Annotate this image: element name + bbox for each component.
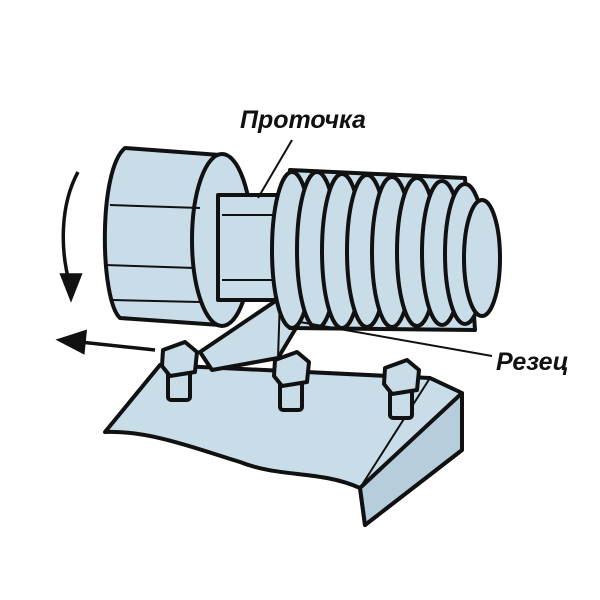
bolt xyxy=(382,358,421,420)
cutter-leader-line xyxy=(299,321,493,357)
groove-leader-line xyxy=(257,139,293,199)
feed-direction-arrow-icon xyxy=(55,329,156,355)
bolt xyxy=(272,350,311,412)
tool-post-plate xyxy=(103,363,464,527)
rotation-arrow-icon xyxy=(59,171,83,303)
bolt xyxy=(160,340,199,402)
groove-label: Проточка xyxy=(240,106,366,134)
cutter-label: Резец xyxy=(496,348,569,376)
thread xyxy=(270,168,502,332)
